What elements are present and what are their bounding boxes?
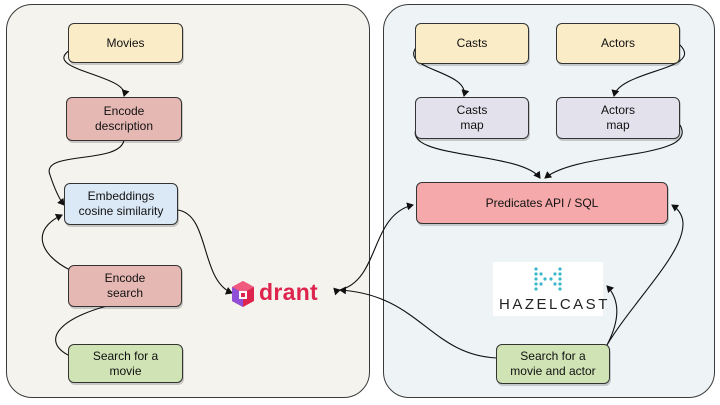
actors-map-box: Actors map [556,97,680,139]
casts-box: Casts [415,23,529,64]
search-movie-actor-label: Search for a movie and actor [510,349,596,378]
arrow-actors-to-actorsmap [611,44,685,97]
hazelcast-icon [534,267,562,291]
qdrant-logo: drant [230,278,330,310]
arrow-qdrant-to-predicates [333,202,414,296]
casts-map-label: Casts map [456,103,488,132]
arrow-actorsmap-to-predicates [544,124,683,179]
hazelcast-logo: HAZELCAST [493,262,607,316]
qdrant-icon [232,281,254,307]
predicates-box: Predicates API / SQL [416,182,668,224]
arrow-search-to-embeddings [41,213,71,271]
encode-search-box: Encode search [68,265,182,307]
actors-label: Actors [600,36,635,50]
arrow-search-actor-to-qdrant [339,286,498,359]
embeddings-label: Embeddings cosine similarity [78,189,164,218]
encode-description-box: Encode description [66,97,182,141]
actors-map-label: Actors map [600,103,635,132]
search-movie-actor-box: Search for a movie and actor [496,344,610,384]
casts-map-box: Casts map [415,97,529,139]
arrow-embeddings-to-qdrant [177,209,233,295]
qdrant-wordmark: drant [259,279,318,305]
movies-box: Movies [68,23,183,63]
arrow-search-actor-to-predicates [606,204,684,346]
embeddings-box: Embeddings cosine similarity [64,183,178,225]
search-movie-label: Search for a movie [92,348,159,378]
predicates-label: Predicates API / SQL [485,195,599,210]
arrow-casts-to-castsmap [413,44,470,97]
arrow-search-actor-to-hazelcast [606,285,618,346]
actors-box: Actors [556,23,680,64]
arrow-encode-to-embeddings [48,139,125,206]
movies-label: Movies [106,35,145,50]
encode-search-label: Encode search [104,271,146,300]
search-movie-box: Search for a movie [68,344,183,383]
encode-description-label: Encode description [94,104,154,133]
casts-label: Casts [456,36,488,50]
hazelcast-wordmark: HAZELCAST [499,296,610,313]
arrow-movies-to-encode [63,49,130,97]
